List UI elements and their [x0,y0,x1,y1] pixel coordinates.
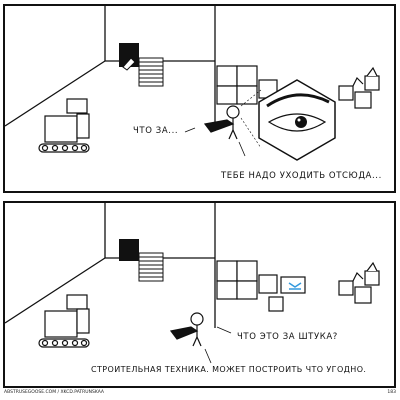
crates-icon [216,65,380,109]
crates-icon [216,260,380,312]
speech-text: ЧТО ЭТО ЗА ШТУКА? [237,332,338,342]
panel-1-scene [5,6,380,161]
panel-2-scene [5,203,380,364]
page-number: 183 [387,390,396,395]
doorway-icon [119,239,164,282]
comic-panel-1: ЧТО ЗА... ТЕБЕ НАДО УХОДИТЬ ОТСЮДА... [3,4,396,193]
comic-panel-2: ЧТО ЭТО ЗА ШТУКА? СТРОИТЕЛЬНАЯ ТЕХНИКА. … [3,201,396,388]
bulldozer-icon [38,98,90,153]
speech-text: ЧТО ЗА... [133,126,179,136]
character-figure [169,312,204,347]
character-figure [203,105,240,140]
eye-icon [240,79,336,161]
doorway-icon [119,43,164,87]
speech-text: СТРОИТЕЛЬНАЯ ТЕХНИКА. МОЖЕТ ПОСТРОИТЬ ЧТ… [91,365,367,374]
highlighted-crate-icon [288,282,302,290]
bulldozer-icon [38,294,90,348]
site-credit: ABSTRUSEGOOSE.COM / XKCD.PATRUNSKAA [4,390,104,395]
speech-text: ТЕБЕ НАДО УХОДИТЬ ОТСЮДА... [221,171,382,181]
